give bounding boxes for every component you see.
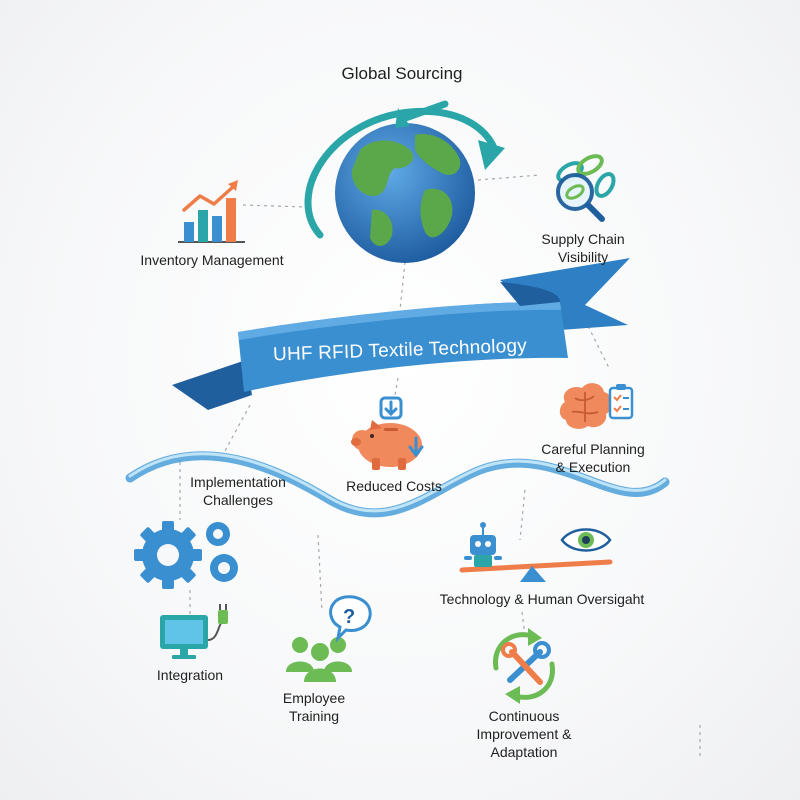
connector-wave-training (317, 534, 323, 613)
wave-band (125, 451, 670, 518)
connector-globe-banner (399, 261, 406, 311)
label-supply-chain-visibility: Supply Chain Visibility (541, 231, 625, 265)
connector-wave-techhuman (519, 489, 526, 541)
svg-text:?: ? (343, 606, 355, 628)
label-employee-training: Employee Training (282, 690, 346, 724)
connector-globe-supply (477, 174, 541, 181)
connector-inventory-globe (242, 204, 306, 208)
label-technology-human-oversight: Technology & Human Oversigaht (439, 591, 645, 607)
label-integration: Integration (156, 667, 224, 683)
diagram-title: Global Sourcing (341, 64, 463, 83)
connector-banner-planning (584, 319, 611, 371)
label-careful-planning: Careful Planning & Execution (541, 441, 645, 475)
connector-banner-costs (394, 377, 399, 396)
label-continuous-improvement: Continuous Improvement & Adaptation (476, 708, 572, 760)
label-implementation-challenges: Implementation Challenges (190, 474, 286, 508)
label-reduced-costs: Reduced Costs (346, 478, 442, 494)
label-inventory-management: Inventory Management (140, 252, 284, 268)
